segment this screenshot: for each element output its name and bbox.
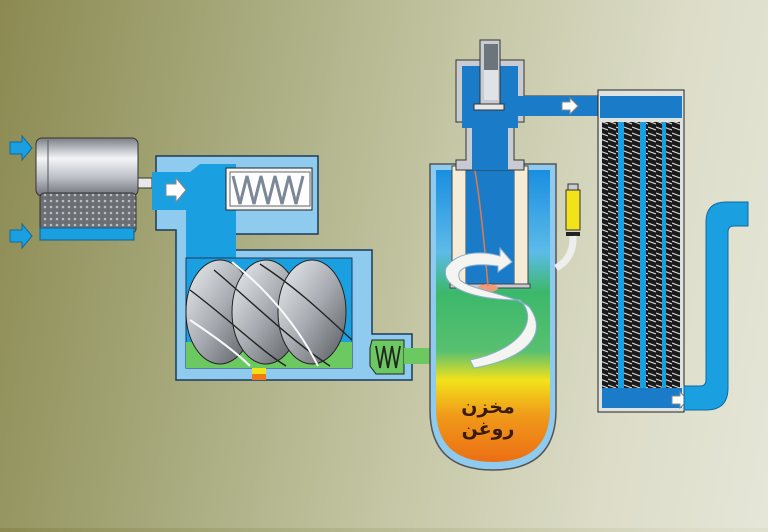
screw-element (185, 257, 353, 380)
intake-valve-spring (225, 167, 313, 211)
inlet-arrow-top (9, 134, 33, 162)
oil-reservoir-label: مخزن روغن (461, 396, 515, 440)
oil-level-sensor (554, 183, 581, 272)
air-filter (35, 137, 153, 241)
swirl-arrow (444, 246, 537, 369)
inlet-arrow-bottom (9, 222, 33, 250)
separator-head (455, 39, 601, 171)
aftercooler (597, 89, 689, 413)
outlet-pipe (683, 201, 749, 411)
